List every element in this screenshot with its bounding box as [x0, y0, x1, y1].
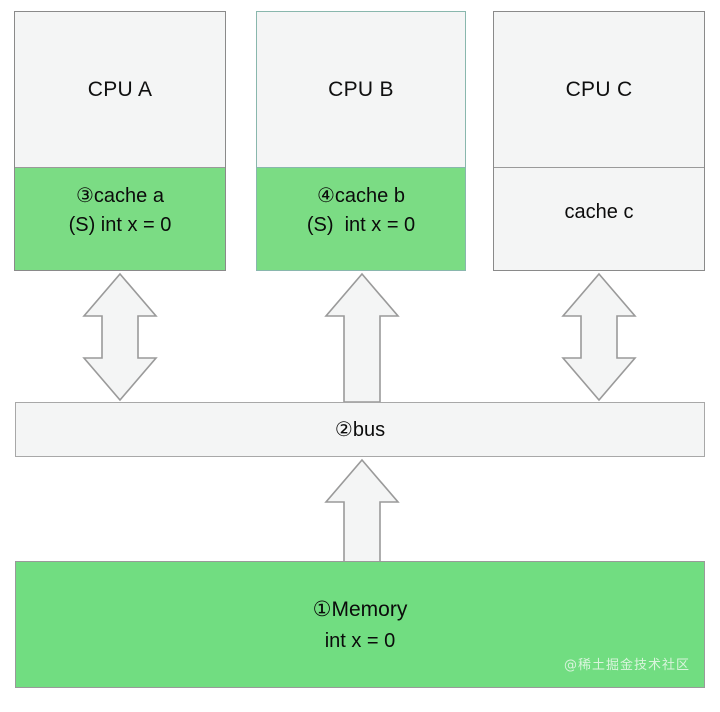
watermark: @稀土掘金技术社区 [563, 658, 690, 673]
cache-c-cell[interactable]: cache c [494, 167, 704, 270]
cache-b-line1: ④cache b [317, 185, 405, 207]
cpu-a-header: CPU A [15, 12, 225, 167]
cpu-b-header: CPU B [257, 12, 465, 167]
memory-box[interactable]: ①Memory int x = 0 @稀土掘金技术社区 [15, 561, 705, 688]
arrow-cache-a-bus [82, 272, 158, 402]
memory-title: ①Memory [312, 597, 408, 621]
cache-a-cell[interactable]: ③cache a (S) int x = 0 [15, 167, 225, 270]
cpu-a-label: CPU A [87, 77, 153, 101]
cpu-b-label: CPU B [328, 77, 394, 101]
cache-c-line1: cache c [564, 201, 634, 223]
cache-a-line2: (S) int x = 0 [68, 213, 172, 236]
cpu-c-label: CPU C [565, 77, 633, 101]
cpu-column-b[interactable]: CPU B ④cache b (S) int x = 0 [256, 11, 466, 271]
arrow-memory-bus [324, 458, 400, 562]
bus-bar[interactable]: ②bus [15, 402, 705, 457]
cache-a-line1: ③cache a [76, 185, 164, 207]
cpu-column-a[interactable]: CPU A ③cache a (S) int x = 0 [14, 11, 226, 271]
cpu-c-header: CPU C [494, 12, 704, 167]
cache-b-cell[interactable]: ④cache b (S) int x = 0 [257, 167, 465, 270]
memory-value: int x = 0 [324, 629, 396, 652]
bus-label: ②bus [334, 419, 386, 441]
cpu-column-c[interactable]: CPU C cache c [493, 11, 705, 271]
arrow-cache-c-bus [561, 272, 637, 402]
arrow-cache-b-bus [324, 272, 400, 402]
cache-b-line2: (S) int x = 0 [306, 213, 416, 236]
